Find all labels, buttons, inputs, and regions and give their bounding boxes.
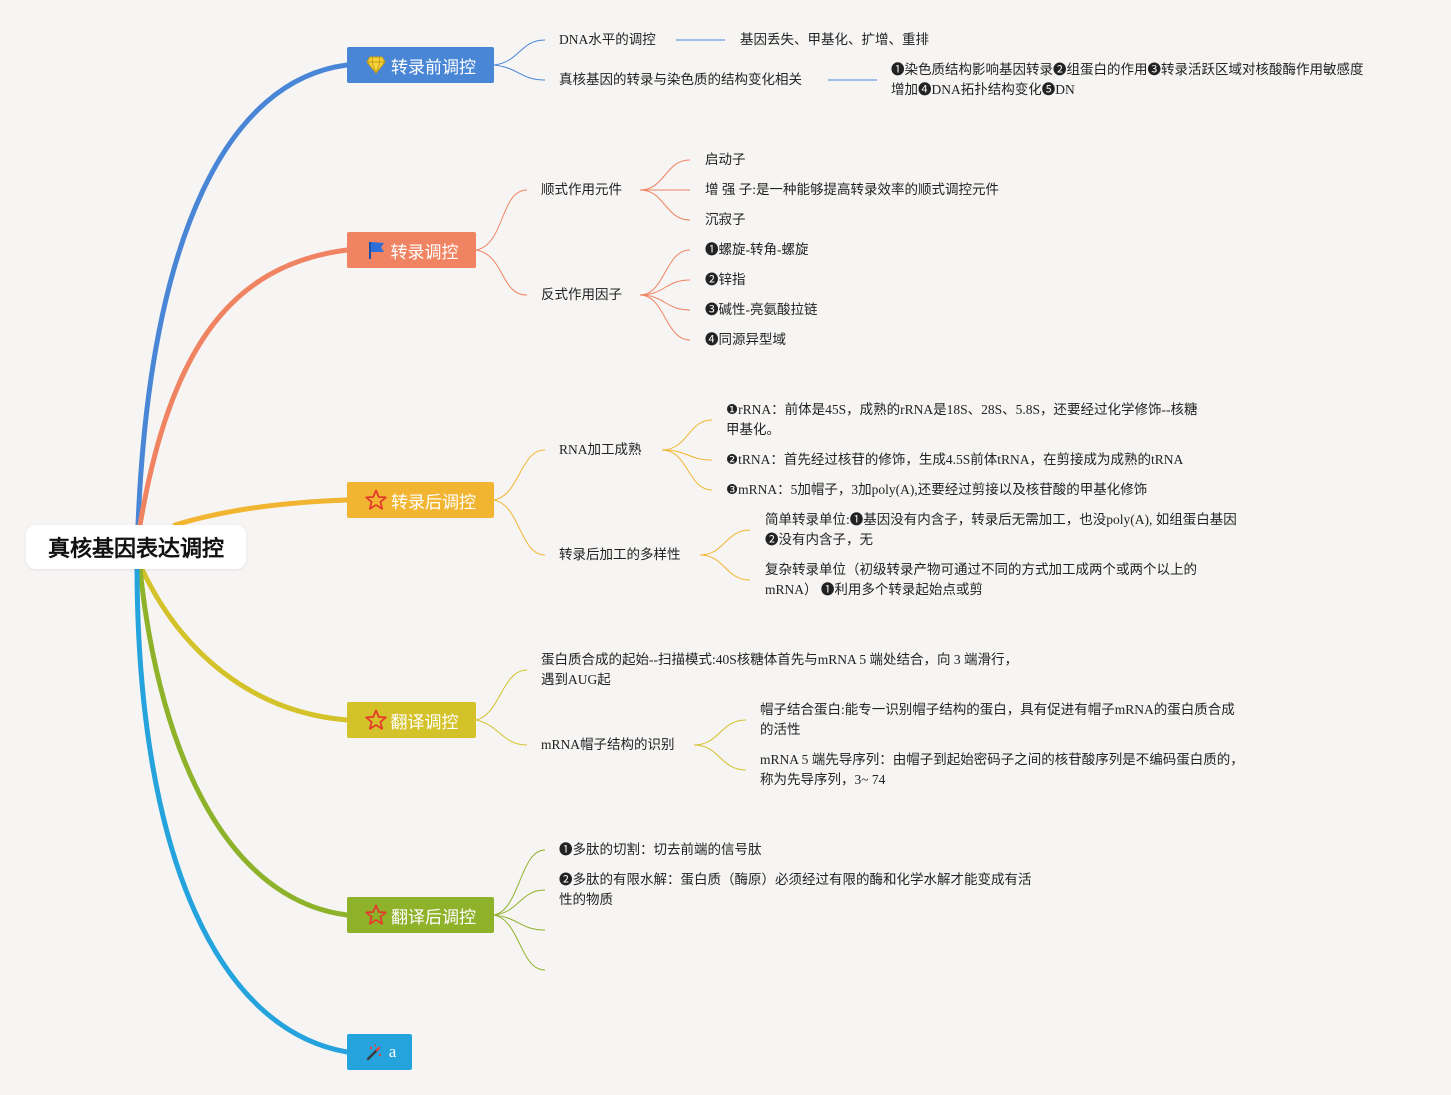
branch-label: 转录调控 [390,242,459,263]
topic-limited-hydrolysis[interactable]: ❷多肽的有限水解：蛋白质（酶原）必须经过有限的酶和化学水解才能变成有活 性的物质 [559,870,1032,910]
main-branch-line-pre [135,62,350,528]
topic-leucine-zipper[interactable]: ❸碱性-亮氨酸拉链 [705,302,818,317]
branch-transcription[interactable]: 转录调控 [347,232,476,268]
magic-wand-icon [363,1041,385,1063]
topic-trans-factors[interactable]: 反式作用因子 [541,287,622,302]
topic-complex-unit[interactable]: 复杂转录单位（初级转录产物可通过不同的方式加工成两个或两个以上的 mRNA） ❶… [765,560,1197,600]
topic-mrna[interactable]: ❸mRNA：5加帽子，3加poly(A),还要经过剪接以及核苷酸的甲基化修饰 [726,482,1148,497]
star-icon [365,489,387,511]
topic-chromatin[interactable]: 真核基因的转录与染色质的结构变化相关 [559,72,802,87]
topic-enhancer[interactable]: 增 强 子:是一种能够提高转录效率的顺式调控元件 [705,182,1000,197]
root-topic[interactable]: 真核基因表达调控 [26,525,246,569]
main-branch-line-trans [139,566,350,723]
branch-pre-transcription[interactable]: 转录前调控 [347,47,494,83]
branch-post-transcription[interactable]: 转录后调控 [347,482,494,518]
topic-cis-elements[interactable]: 顺式作用元件 [541,182,622,197]
topic-cap-recognition[interactable]: mRNA帽子结构的识别 [541,737,675,752]
detail-line: ❷多肽的有限水解：蛋白质（酶原）必须经过有限的酶和化学水解才能变成有活 [559,872,1032,887]
topic-rrna[interactable]: ❶rRNA：前体是45S，成熟的rRNA是18S、28S、5.8S，还要经过化学… [726,400,1198,440]
topic-simple-unit[interactable]: 简单转录单位:❶基因没有内含子，转录后无需加工，也没poly(A), 如组蛋白基… [765,510,1237,550]
star-icon [365,904,387,926]
topic-promoter[interactable]: 启动子 [705,152,746,167]
detail-line: 帽子结合蛋白:能专一识别帽子结构的蛋白，具有促进有帽子mRNA的蛋白质合成 [760,702,1235,717]
star-icon [364,709,387,731]
topic-polypeptide-cleavage[interactable]: ❶多肽的切割：切去前端的信号肽 [559,842,762,857]
detail-line: 性的物质 [559,892,613,907]
topic-helix-turn-helix[interactable]: ❶螺旋-转角-螺旋 [705,242,809,257]
detail-line: 称为先导序列，3~ 74 [760,772,886,787]
branch-post-translation[interactable]: 翻译后调控 [347,897,494,933]
topic-initiation-scanning[interactable]: 蛋白质合成的起始--扫描模式:40S核糖体首先与mRNA 5 端处结合，向 3 … [541,650,1018,690]
topic-leader-sequence[interactable]: mRNA 5 端先导序列：由帽子到起始密码子之间的核苷酸序列是不编码蛋白质的， … [760,750,1244,790]
detail-line: mRNA 5 端先导序列：由帽子到起始密码子之间的核苷酸序列是不编码蛋白质的， [760,752,1244,767]
detail-line: ❶染色质结构影响基因转录❷组蛋白的作用❸转录活跃区域对核酸酶作用敏感度 [891,62,1364,77]
detail-line: 增加❹DNA拓扑结构变化❺DN [891,82,1075,97]
topic-trna[interactable]: ❷tRNA：首先经过核苷的修饰，生成4.5S前体tRNA，在剪接成为成熟的tRN… [726,452,1184,467]
detail-line: 复杂转录单位（初级转录产物可通过不同的方式加工成两个或两个以上的 [765,562,1197,577]
branch-label: 转录后调控 [391,492,476,513]
branch-label: a [388,1042,397,1061]
topic-chromatin-detail[interactable]: ❶染色质结构影响基因转录❷组蛋白的作用❸转录活跃区域对核酸酶作用敏感度 增加❹D… [891,60,1364,100]
branch-extra[interactable]: a [347,1034,412,1070]
detail-line: 的活性 [760,722,801,737]
detail-line: 遇到AUG起 [541,672,611,687]
detail-line: mRNA） ❶利用多个转录起始点或剪 [765,582,983,597]
flag-icon [365,239,387,261]
topic-homeodomain[interactable]: ❹同源异型域 [705,332,786,347]
detail-line: ❶rRNA：前体是45S，成熟的rRNA是18S、28S、5.8S，还要经过化学… [726,402,1198,417]
main-branch-line-extra [134,566,350,1055]
topic-zinc-finger[interactable]: ❷锌指 [705,272,746,287]
branch-label: 翻译后调控 [391,907,476,928]
topic-silencer[interactable]: 沉寂子 [705,212,746,227]
topic-dna-level[interactable]: DNA水平的调控 [559,32,656,47]
detail-line: 简单转录单位:❶基因没有内含子，转录后无需加工，也没poly(A), 如组蛋白基… [765,512,1237,527]
branch-translation[interactable]: 翻译调控 [347,702,476,738]
topic-dna-level-detail[interactable]: 基因丢失、甲基化、扩增、重排 [740,32,929,47]
topic-rna-processing[interactable]: RNA加工成熟 [559,442,642,457]
branch-label: 转录前调控 [391,57,476,78]
detail-line: 甲基化。 [726,422,780,437]
detail-line: ❷没有内含子，无 [765,532,873,547]
diamond-icon [365,54,387,76]
detail-line: 蛋白质合成的起始--扫描模式:40S核糖体首先与mRNA 5 端处结合，向 3 … [541,652,1019,667]
main-branch-line-post [172,497,350,528]
main-branch-line-posttrans [137,566,350,918]
topic-processing-diversity[interactable]: 转录后加工的多样性 [559,547,681,562]
branch-label: 翻译调控 [390,712,459,733]
main-branch-line-tx [137,247,350,528]
topic-cap-binding-protein[interactable]: 帽子结合蛋白:能专一识别帽子结构的蛋白，具有促进有帽子mRNA的蛋白质合成 的活… [760,700,1235,740]
